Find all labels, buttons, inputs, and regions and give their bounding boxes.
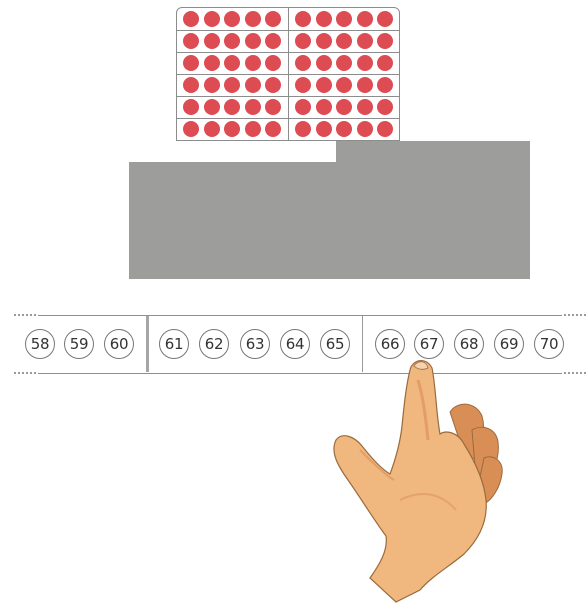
counter-dot [224, 55, 240, 71]
counter-dot [357, 55, 373, 71]
counter-dot [204, 33, 220, 49]
counter-dot [224, 33, 240, 49]
counter-dot [336, 33, 352, 49]
number-circle-58: 58 [25, 329, 55, 359]
counter-dot [265, 55, 281, 71]
cover-notch [129, 141, 336, 162]
counter-dot [336, 121, 352, 137]
counter-dot [183, 11, 199, 27]
counter-dot [377, 33, 393, 49]
counter-dot [295, 121, 311, 137]
counter-dot [204, 77, 220, 93]
counter-dot [245, 11, 261, 27]
counter-dot [265, 121, 281, 137]
number-line-top-dots-left [14, 314, 36, 317]
counter-dot [183, 99, 199, 115]
pointing-hand-icon [300, 340, 540, 605]
number-line-separator-60-61 [146, 316, 149, 372]
counter-dot [357, 99, 373, 115]
counter-dot [245, 121, 261, 137]
counter-dot [357, 121, 373, 137]
counter-dot [204, 11, 220, 27]
counter-dot [245, 99, 261, 115]
number-circle-60: 60 [104, 329, 134, 359]
number-circle-59: 59 [64, 329, 94, 359]
counter-dot [183, 55, 199, 71]
counter-dot [295, 77, 311, 93]
counter-dot [265, 77, 281, 93]
number-line-top-line [38, 315, 562, 316]
counter-dot [357, 33, 373, 49]
counter-dot [265, 99, 281, 115]
counter-dot [224, 77, 240, 93]
counter-dot [245, 55, 261, 71]
counter-dot [245, 33, 261, 49]
counter-dot [183, 77, 199, 93]
counter-dot [316, 121, 332, 137]
counter-dot [183, 33, 199, 49]
counter-dot [295, 11, 311, 27]
counter-dot [265, 11, 281, 27]
counter-dot [224, 121, 240, 137]
counter-dot [224, 99, 240, 115]
counter-dot [336, 11, 352, 27]
number-circle-61: 61 [159, 329, 189, 359]
counter-dot [377, 77, 393, 93]
counter-dot [377, 11, 393, 27]
counter-dot [265, 33, 281, 49]
counter-dot [183, 121, 199, 137]
counter-dot [295, 99, 311, 115]
counter-dot [224, 11, 240, 27]
counter-dot [357, 77, 373, 93]
counter-dot [204, 99, 220, 115]
number-circle-62: 62 [199, 329, 229, 359]
counter-dot [377, 121, 393, 137]
counter-dot [204, 121, 220, 137]
counter-dot [316, 33, 332, 49]
counter-dot [295, 55, 311, 71]
counter-dot [316, 77, 332, 93]
counter-dot [377, 99, 393, 115]
counter-dot [336, 55, 352, 71]
counter-dot [245, 77, 261, 93]
number-line-bottom-dots-left [14, 372, 36, 375]
counter-dot [336, 99, 352, 115]
counter-dot [316, 99, 332, 115]
number-line-bottom-dots-right [564, 372, 586, 375]
counter-dot [357, 11, 373, 27]
counter-dot [377, 55, 393, 71]
counter-dot [316, 11, 332, 27]
counter-dot [336, 77, 352, 93]
number-line-top-dots-right [564, 314, 586, 317]
counter-dot [316, 55, 332, 71]
number-circle-63: 63 [240, 329, 270, 359]
counter-dot [295, 33, 311, 49]
counter-dot [204, 55, 220, 71]
